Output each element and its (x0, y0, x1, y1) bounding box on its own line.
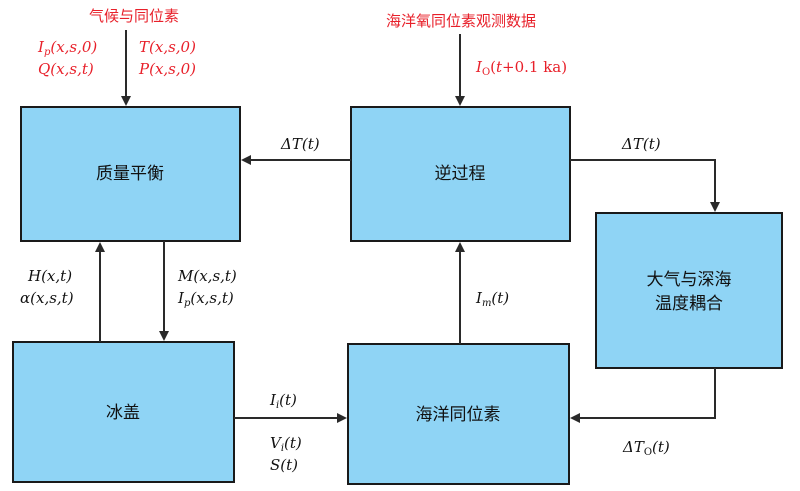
ocean-isotope-label: 海洋同位素 (416, 405, 501, 425)
label-alpha: α(x,s,t) (20, 289, 74, 307)
ocean-data-io: IO(t+0.1 ka) (475, 58, 567, 78)
label-vi: Vi(t) (270, 434, 302, 454)
label-s: S(t) (270, 456, 298, 474)
inverse-process-label: 逆过程 (435, 164, 486, 184)
label-m: M(x,s,t) (177, 267, 237, 285)
ocean-isotope-box (347, 343, 570, 485)
climate-input-t: T(x,s,0) (139, 38, 196, 56)
coupling-box (595, 212, 783, 369)
mass-balance-label: 质量平衡 (96, 164, 164, 184)
climate-input-title: 气候与同位素 (89, 7, 179, 25)
label-dt-right: ΔT(t) (621, 135, 661, 153)
label-ii: Ii(t) (269, 391, 297, 411)
coupling-label-line1: 大气与深海 (647, 270, 732, 290)
climate-input-ip: Ip(x,s,0) (37, 38, 97, 58)
label-h: H(x,t) (27, 267, 72, 285)
arrow-inverse-to-coupling (570, 159, 720, 212)
label-ip: Ip(x,s,t) (177, 289, 234, 309)
label-dt-left: ΔT(t) (280, 135, 320, 153)
mass-balance-box (20, 106, 241, 242)
coupling-label-line2: 温度耦合 (655, 294, 723, 314)
label-dto: ΔTO(t) (622, 438, 670, 458)
inverse-process-box (350, 106, 571, 242)
climate-input-p: P(x,s,0) (138, 60, 196, 78)
climate-input-q: Q(x,s,t) (38, 60, 94, 78)
label-im: Im(t) (475, 289, 509, 309)
ocean-data-title: 海洋氧同位素观测数据 (386, 12, 536, 30)
ice-sheet-box (12, 341, 235, 483)
ice-sheet-label: 冰盖 (106, 403, 140, 423)
arrow-coupling-to-ocean-isotope (570, 368, 716, 423)
